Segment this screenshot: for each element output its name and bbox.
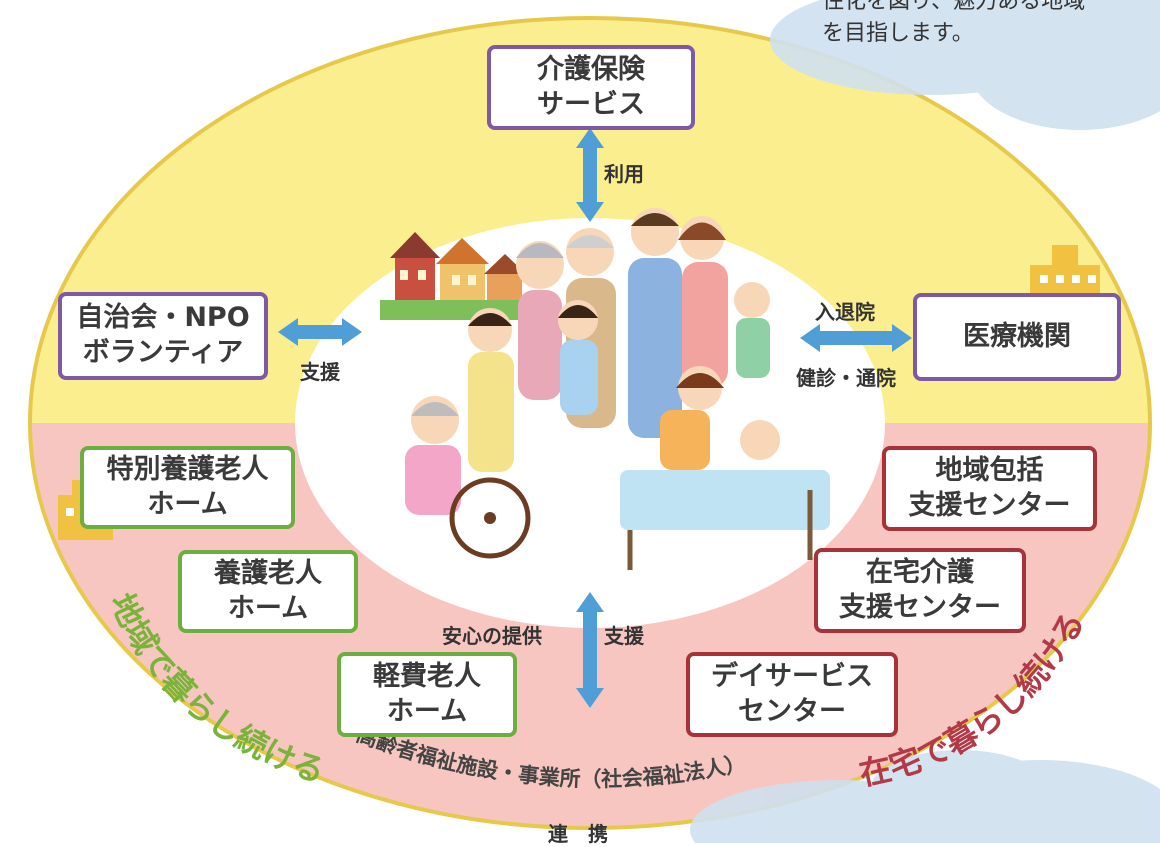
checkup-label: 健診・通院 — [796, 366, 896, 390]
low-cost-home-box: 軽費老人 ホーム — [337, 652, 517, 737]
low-cost-line-2: ホーム — [386, 695, 468, 727]
hospital-in-out-label: 入退院 — [815, 300, 875, 324]
community-center-line-1: 地域包括 — [935, 454, 1044, 486]
npo-volunteer-box: 自治会・NPO ボランティア — [58, 292, 268, 380]
cloud-icon — [690, 750, 1160, 843]
special-nursing-home-box: 特別養護老人 ホーム — [80, 446, 295, 529]
support-left-label: 支援 — [300, 360, 340, 384]
support-bottom-label: 支援 — [604, 624, 644, 648]
medical-label: 医療機関 — [963, 320, 1071, 352]
day-service-center-box: デイサービス センター — [686, 652, 898, 737]
day-service-line-2: センター — [738, 695, 846, 727]
nursing-home-line-1: 養護老人 — [214, 557, 322, 589]
nursing-home-box: 養護老人 ホーム — [178, 550, 358, 633]
nursing-home-line-2: ホーム — [227, 592, 309, 624]
intro-line-2: を目指します。 — [822, 20, 974, 46]
community-support-center-box: 地域包括 支援センター — [882, 446, 1097, 531]
care-insurance-box: 介護保険 サービス — [487, 45, 695, 130]
npo-line-2: ボランティア — [82, 337, 244, 368]
intro-line-1: 住化を図り、魅力ある地域 — [822, 0, 1086, 14]
arrow-npo-support — [278, 318, 362, 346]
special-nursing-line-2: ホーム — [147, 488, 228, 520]
care-insurance-line-2: サービス — [537, 88, 645, 120]
home-care-line-2: 支援センター — [839, 591, 1001, 623]
medical-institution-box: 医療機関 — [913, 293, 1121, 381]
community-center-line-2: 支援センター — [908, 489, 1071, 521]
outer-ring — [28, 16, 1152, 830]
npo-line-1: 自治会・NPO — [76, 302, 250, 334]
arrow-bottom-support — [576, 592, 604, 708]
low-cost-line-1: 軽費老人 — [373, 660, 481, 692]
cloud-icon — [770, 0, 1160, 130]
care-insurance-line-1: 介護保険 — [537, 53, 645, 85]
home-care-center-box: 在宅介護 支援センター — [814, 548, 1026, 633]
family-illustration — [405, 208, 830, 570]
arrow-use — [576, 128, 604, 222]
arrow-medical — [800, 324, 912, 352]
home-care-line-1: 在宅介護 — [866, 556, 974, 588]
cooperation-label: 連 携 — [548, 822, 608, 846]
use-label: 利用 — [604, 162, 644, 186]
peace-of-mind-label: 安心の提供 — [442, 624, 542, 648]
intro-text: 住化を図り、魅力ある地域 を目指します。 — [822, 0, 1085, 50]
special-nursing-line-1: 特別養護老人 — [106, 453, 269, 485]
day-service-line-1: デイサービス — [711, 660, 873, 692]
